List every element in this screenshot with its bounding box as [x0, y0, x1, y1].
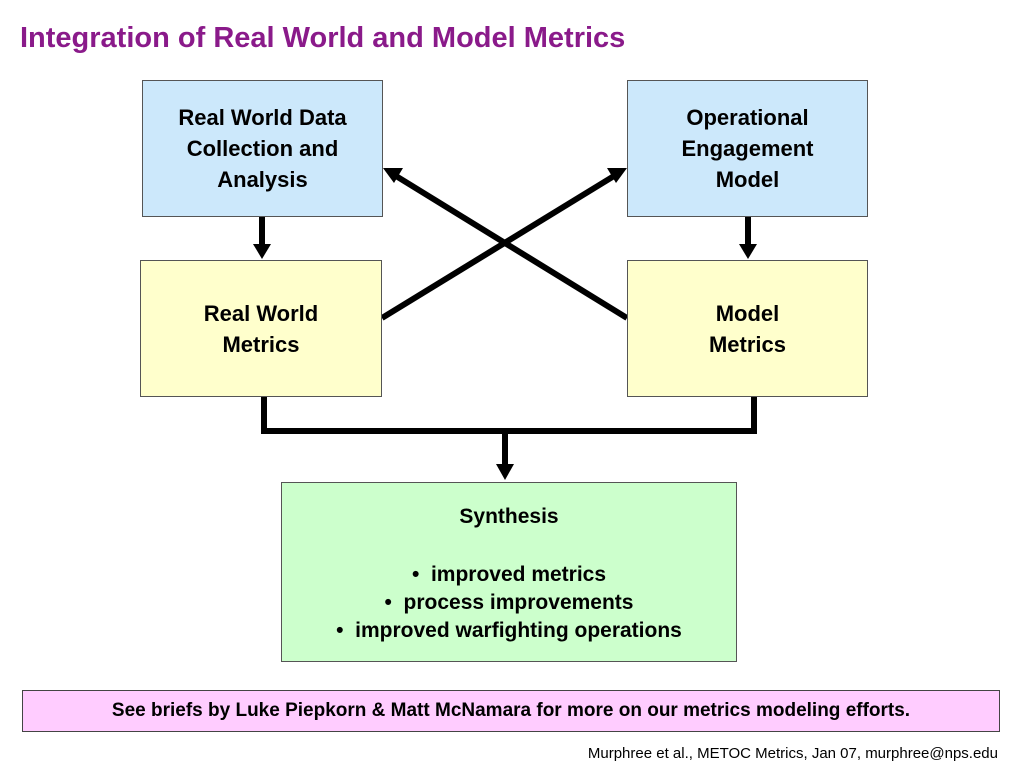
real-world-data-box: Real World Data Collection and Analysis — [142, 80, 383, 217]
box-label-line: Analysis — [217, 167, 308, 192]
model-metrics-box: Model Metrics — [627, 260, 868, 397]
box-label-line: Engagement — [681, 136, 814, 161]
operational-engagement-model-box: Operational Engagement Model — [627, 80, 868, 217]
arrow-merge-to-synthesis — [261, 397, 757, 480]
bullet-text: improved metrics — [430, 563, 607, 586]
box-label-line: Metrics — [222, 331, 300, 357]
box-label-line: Operational — [686, 105, 809, 130]
box-label-line: Collection and — [186, 136, 339, 161]
arrow-rw-metrics-to-oem — [380, 168, 627, 321]
box-label-line: Real World Data — [178, 105, 347, 130]
arrow-rw-data-to-rw-metrics — [253, 217, 271, 259]
box-label-line: Real World — [203, 300, 319, 326]
footer-citation: Murphree et al., METOC Metrics, Jan 07, … — [587, 745, 998, 762]
synthesis-bullet: • improved warfighting operations — [336, 619, 682, 642]
box-label-line: Model — [715, 300, 780, 326]
box-label-line: Model — [715, 167, 780, 192]
real-world-metrics-box: Real World Metrics — [140, 260, 382, 397]
page-title: Integration of Real World and Model Metr… — [20, 22, 626, 54]
arrow-oem-to-model-metrics — [739, 217, 757, 259]
box-label-line: Metrics — [708, 331, 787, 357]
synthesis-bullet: • process improvements — [384, 591, 634, 614]
arrow-model-metrics-to-rw-data — [383, 168, 629, 321]
synthesis-bullet: • improved metrics — [411, 563, 607, 586]
briefs-note: See briefs by Luke Piepkorn & Matt McNam… — [22, 690, 1000, 732]
bullet-text: process improvements — [403, 591, 634, 614]
synthesis-heading: Synthesis — [459, 505, 559, 528]
synthesis-box: Synthesis • improved metrics • process i… — [281, 482, 737, 662]
bullet-text: improved warfighting operations — [355, 619, 682, 642]
